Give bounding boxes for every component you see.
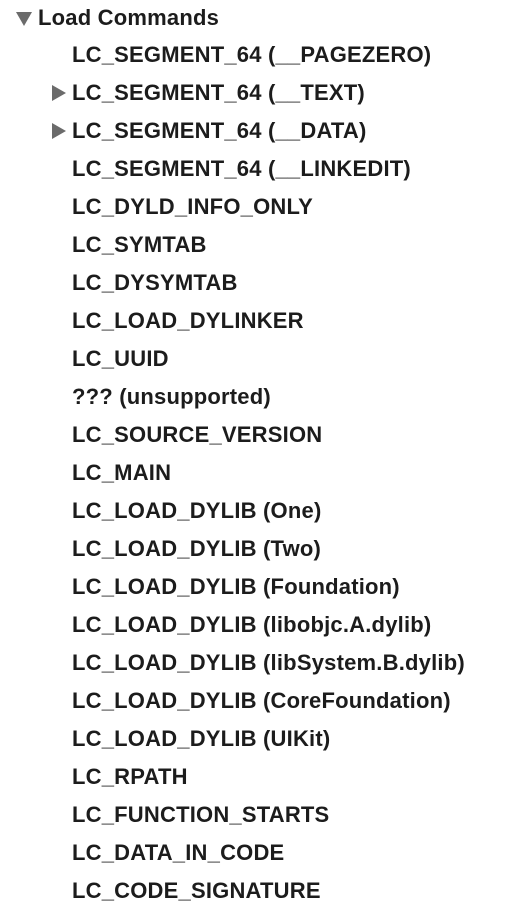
tree-node-label: LC_SYMTAB [72,232,207,257]
tree-node-label: ??? (unsupported) [72,384,271,409]
tree-node-label: LC_LOAD_DYLIB (Two) [72,536,322,561]
tree-node-label: LC_CODE_SIGNATURE [72,878,321,903]
tree-node-item[interactable]: LC_CODE_SIGNATURE [72,872,321,910]
tree-node-item[interactable]: LC_DYSYMTAB [72,264,238,302]
tree-node-label: LC_LOAD_DYLIB (libSystem.B.dylib) [72,650,465,675]
tree-node-label: LC_LOAD_DYLIB (libobjc.A.dylib) [72,612,432,637]
tree-node-item[interactable]: ??? (unsupported) [72,378,271,416]
tree-node-item[interactable]: LC_RPATH [72,758,188,796]
tree-node-item[interactable]: LC_LOAD_DYLIB (libSystem.B.dylib) [72,644,465,682]
tree-node-label: LC_SEGMENT_64 (__PAGEZERO) [72,42,432,67]
tree-node-label: LC_SEGMENT_64 (__LINKEDIT) [72,156,411,181]
tree-node-label: LC_RPATH [72,764,188,789]
tree-node-item[interactable]: LC_MAIN [72,454,171,492]
tree-node-label: LC_SEGMENT_64 (__TEXT) [72,80,365,105]
tree-node-item[interactable]: LC_SYMTAB [72,226,207,264]
tree-node-label: LC_SOURCE_VERSION [72,422,323,447]
disclosure-triangle-right-icon[interactable] [52,85,66,101]
tree-node-label: LC_LOAD_DYLIB (UIKit) [72,726,331,751]
tree-node-label: LC_MAIN [72,460,172,485]
tree-node-item[interactable]: LC_LOAD_DYLIB (Foundation) [72,568,400,606]
disclosure-triangle-right-icon[interactable] [52,123,66,139]
disclosure-triangle-down-icon[interactable] [16,12,32,26]
tree-node-label: LC_DYLD_INFO_ONLY [72,194,313,219]
tree-node-item[interactable]: LC_DATA_IN_CODE [72,834,284,872]
tree-node-label: LC_LOAD_DYLIB (Foundation) [72,574,400,599]
tree-node-label: Load Commands [38,5,220,30]
tree-node-item[interactable]: LC_UUID [72,340,169,378]
tree-node-item[interactable]: LC_LOAD_DYLIB (Two) [72,530,321,568]
tree-node-item[interactable]: LC_SOURCE_VERSION [72,416,322,454]
tree-node-label: LC_LOAD_DYLINKER [72,308,304,333]
tree-node-label: LC_DYSYMTAB [72,270,238,295]
tree-node-item[interactable]: LC_LOAD_DYLIB (One) [72,492,321,530]
tree-node-label: LC_FUNCTION_STARTS [72,802,330,827]
tree-node-label: LC_LOAD_DYLIB (CoreFoundation) [72,688,451,713]
tree-node-item[interactable]: LC_SEGMENT_64 (__TEXT) [72,74,365,112]
tree-node-label: LC_UUID [72,346,169,371]
tree-node-item[interactable]: LC_LOAD_DYLIB (libobjc.A.dylib) [72,606,431,644]
tree-node-label: LC_DATA_IN_CODE [72,840,285,865]
tree-node-item[interactable]: LC_SEGMENT_64 (__DATA) [72,112,367,150]
tree-node-item[interactable]: LC_SEGMENT_64 (__PAGEZERO) [72,36,431,74]
tree-node-item[interactable]: LC_LOAD_DYLIB (CoreFoundation) [72,682,451,720]
tree-node-item[interactable]: LC_LOAD_DYLINKER [72,302,304,340]
tree-node-label: LC_SEGMENT_64 (__DATA) [72,118,367,143]
tree-node-item[interactable]: LC_DYLD_INFO_ONLY [72,188,313,226]
tree-node-item[interactable]: LC_LOAD_DYLIB (UIKit) [72,720,330,758]
tree-node-label: LC_LOAD_DYLIB (One) [72,498,322,523]
tree-node-item[interactable]: LC_FUNCTION_STARTS [72,796,329,834]
tree-node-load-commands[interactable]: Load Commands [16,0,219,36]
tree-node-item[interactable]: LC_SEGMENT_64 (__LINKEDIT) [72,150,411,188]
